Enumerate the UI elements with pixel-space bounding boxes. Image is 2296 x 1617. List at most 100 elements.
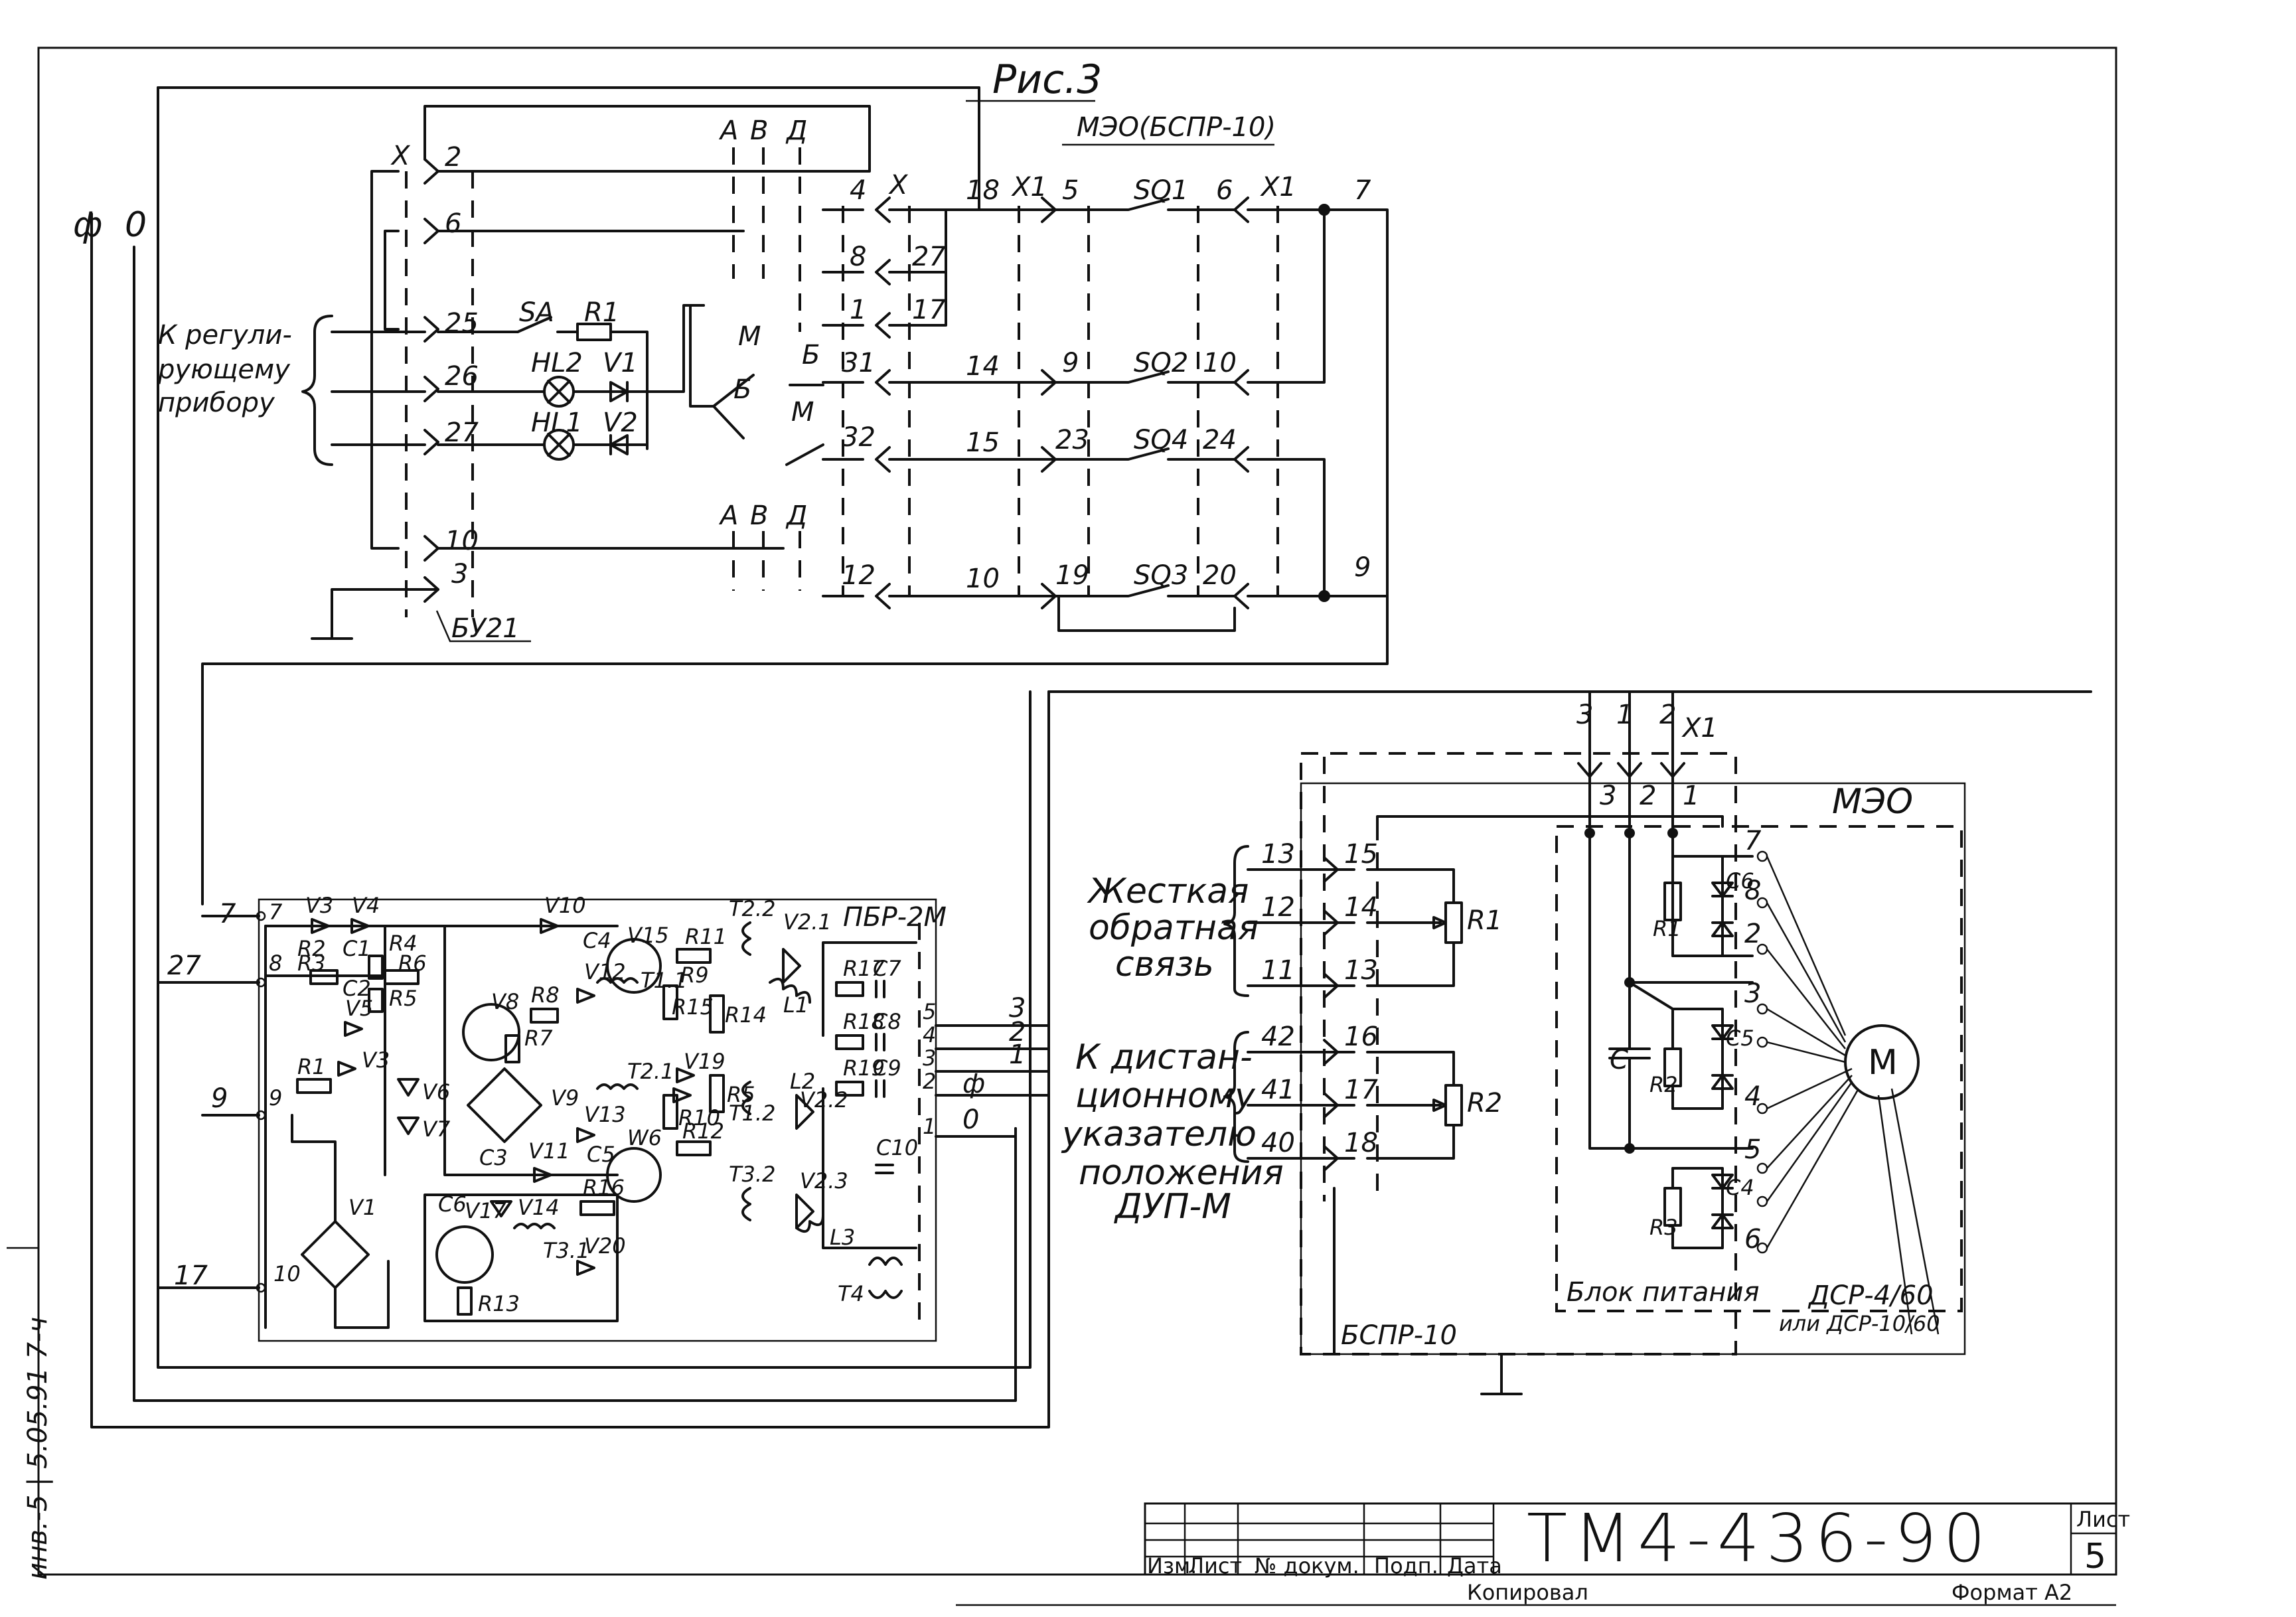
- svg-text:3: 3: [1744, 978, 1761, 1009]
- wire-14: 14: [966, 351, 1000, 382]
- svg-text:T2.2: T2.2: [729, 896, 775, 921]
- connector-x-label: X: [390, 141, 411, 171]
- left-pin-3: 3: [451, 559, 468, 589]
- mid-pin-8: 8: [850, 242, 866, 272]
- sheet-number: 5: [2084, 1537, 2106, 1577]
- pbr-input-9: 9: [211, 1083, 228, 1114]
- switch-mark-m-2: М: [791, 397, 814, 427]
- meo-switch-sq3: SQ3: [1134, 560, 1188, 591]
- left-connector: 2 6 25 26 27 10 3: [405, 142, 479, 617]
- meo-pin-19: 19: [1055, 560, 1089, 591]
- svg-text:V9: V9: [551, 1085, 579, 1111]
- svg-text:0: 0: [962, 1105, 979, 1135]
- meo-pin-6: 6: [1216, 175, 1233, 206]
- meo-x1-right: X1: [1260, 172, 1296, 202]
- indicator-pin-18: 18: [1344, 1128, 1378, 1158]
- meo-pin-9: 9: [1062, 348, 1079, 378]
- svg-text:1: 1: [1009, 1040, 1026, 1070]
- meo-pin-24: 24: [1203, 425, 1237, 455]
- svg-text:V1: V1: [348, 1195, 376, 1220]
- svg-text:C5: C5: [587, 1142, 615, 1167]
- svg-text:4: 4: [1744, 1081, 1761, 1112]
- right-wire-7: 7: [1354, 175, 1371, 206]
- regulator-label-1: К регули-: [158, 320, 292, 350]
- mid-pin-12: 12: [842, 560, 876, 591]
- stamp-col-date: Дата: [1447, 1553, 1502, 1579]
- switch-mark-m: М: [738, 321, 761, 352]
- svg-text:C4: C4: [1726, 1175, 1754, 1200]
- pbr-input-27: 27: [167, 951, 201, 981]
- power-block-internals: C C6 R1 C5 R2 C4 R3 7 8 2 3 4 5 6: [1584, 826, 1940, 1335]
- pbr-input-17: 17: [174, 1261, 208, 1291]
- svg-text:R4: R4: [389, 931, 418, 956]
- svg-text:3: 3: [923, 1045, 936, 1071]
- x1-top-label: X1: [1681, 713, 1718, 743]
- switch-col-a-2: А: [718, 501, 738, 531]
- svg-text:R3: R3: [297, 951, 326, 976]
- svg-text:R2: R2: [1649, 1072, 1678, 1097]
- svg-text:C9: C9: [873, 1055, 901, 1081]
- svg-text:C7: C7: [873, 956, 901, 981]
- regulator-label-2: рующему: [157, 354, 291, 385]
- svg-text:V14: V14: [518, 1195, 560, 1220]
- indicator-label-3: указателю: [1061, 1115, 1257, 1154]
- svg-text:R6: R6: [398, 951, 427, 976]
- switch-col-b: В: [750, 116, 768, 146]
- switch-col-b-2: В: [750, 501, 768, 531]
- feedback-label-1: Жесткая: [1087, 872, 1249, 911]
- svg-text:C4: C4: [583, 928, 611, 953]
- left-pin-2: 2: [445, 142, 461, 173]
- svg-text:5: 5: [1744, 1134, 1761, 1165]
- svg-text:C5: C5: [1726, 1026, 1754, 1051]
- svg-text:R8: R8: [531, 982, 560, 1008]
- meo-pin-23: 23: [1055, 425, 1089, 455]
- sheet-frame: [37, 46, 2117, 1576]
- motor-label: М: [1868, 1043, 1898, 1083]
- pbr-node-8: 8: [269, 951, 282, 976]
- svg-text:R14: R14: [725, 1002, 767, 1028]
- svg-text:V6: V6: [422, 1079, 450, 1105]
- svg-text:T1.1: T1.1: [641, 968, 687, 993]
- stamp-col-doc: № докум.: [1255, 1553, 1359, 1579]
- bspr-label: БСПР-10: [1341, 1320, 1457, 1351]
- lamp-hl2-label: HL2: [531, 348, 583, 378]
- mid-pin-31: 31: [842, 348, 876, 378]
- bspr-dashed-box: [1300, 752, 1737, 1355]
- copied-label: Копировал: [1467, 1580, 1588, 1605]
- svg-text:L1: L1: [783, 992, 808, 1018]
- svg-text:R1: R1: [297, 1054, 326, 1079]
- svg-text:R7: R7: [524, 1026, 553, 1051]
- feedback-pin-15: 15: [1344, 839, 1378, 870]
- svg-text:C3: C3: [479, 1145, 508, 1170]
- svg-text:V20: V20: [584, 1233, 626, 1259]
- diode-icon: [609, 434, 629, 455]
- format-label: Формат А2: [1952, 1580, 2072, 1605]
- svg-text:T3.1: T3.1: [543, 1238, 589, 1263]
- pbr-title: ПБР-2М: [843, 902, 947, 933]
- dsr-label-2: или ДСР-10/60: [1779, 1311, 1940, 1336]
- switch-col-d-2: Д: [785, 501, 807, 531]
- mid-pin-4: 4: [850, 175, 866, 206]
- svg-text:V17: V17: [465, 1198, 506, 1223]
- feedback-r1-label: R1: [1467, 905, 1502, 936]
- svg-text:V7: V7: [422, 1116, 451, 1142]
- pbr-node-10: 10: [273, 1261, 301, 1286]
- indicator-wire-40: 40: [1261, 1128, 1295, 1158]
- indicator-label-1: К дистан-: [1075, 1038, 1253, 1077]
- indicator-pin-17: 17: [1344, 1075, 1378, 1105]
- mid-pin-32: 32: [842, 422, 876, 453]
- svg-text:R19: R19: [843, 1055, 885, 1081]
- svg-text:C1: C1: [343, 936, 371, 961]
- svg-text:C6: C6: [1726, 868, 1754, 893]
- left-pin-26: 26: [445, 361, 479, 392]
- right-wire-9: 9: [1354, 552, 1371, 583]
- feedback-wire-12: 12: [1261, 892, 1295, 923]
- svg-text:7: 7: [1744, 826, 1762, 856]
- svg-text:1: 1: [923, 1114, 936, 1139]
- switch-col-d: Д: [785, 116, 807, 146]
- stamp-col-list: Лист: [1188, 1553, 1242, 1579]
- title-block: [1144, 1502, 2117, 1576]
- svg-text:T3.2: T3.2: [729, 1162, 775, 1187]
- svg-text:3: 3: [1009, 993, 1026, 1024]
